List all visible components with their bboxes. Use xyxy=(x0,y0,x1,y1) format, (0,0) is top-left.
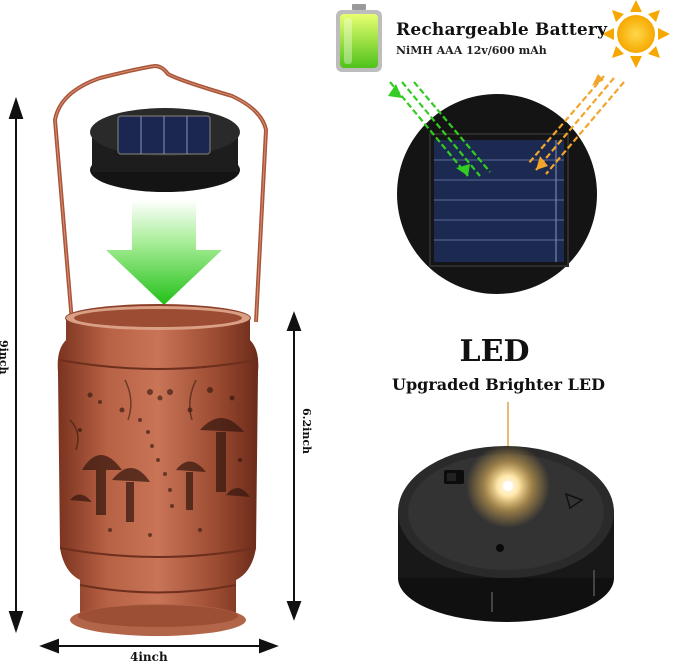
battery-spec: NiMH AAA 12v/600 mAh xyxy=(396,44,547,57)
height-body-label: 6.2inch xyxy=(300,408,313,455)
sun-icon xyxy=(602,0,670,68)
insert-arrow xyxy=(106,200,222,305)
battery-title: Rechargeable Battery xyxy=(396,20,608,40)
led-module xyxy=(398,402,614,622)
led-title: LED xyxy=(459,334,530,369)
lantern-body xyxy=(57,304,259,636)
dimension-height-body xyxy=(286,311,302,621)
dimension-height-total xyxy=(8,96,24,634)
dimension-width xyxy=(39,638,279,654)
solar-panel-top-view xyxy=(397,94,597,294)
solar-module-lid xyxy=(90,108,240,192)
height-total-label: 9inch xyxy=(0,340,10,375)
battery-icon xyxy=(336,4,382,72)
led-subtitle: Upgraded Brighter LED xyxy=(392,375,605,394)
width-label: 4inch xyxy=(130,650,168,664)
charge-arrows-green xyxy=(389,81,491,177)
sunlight-arrows xyxy=(527,75,625,175)
